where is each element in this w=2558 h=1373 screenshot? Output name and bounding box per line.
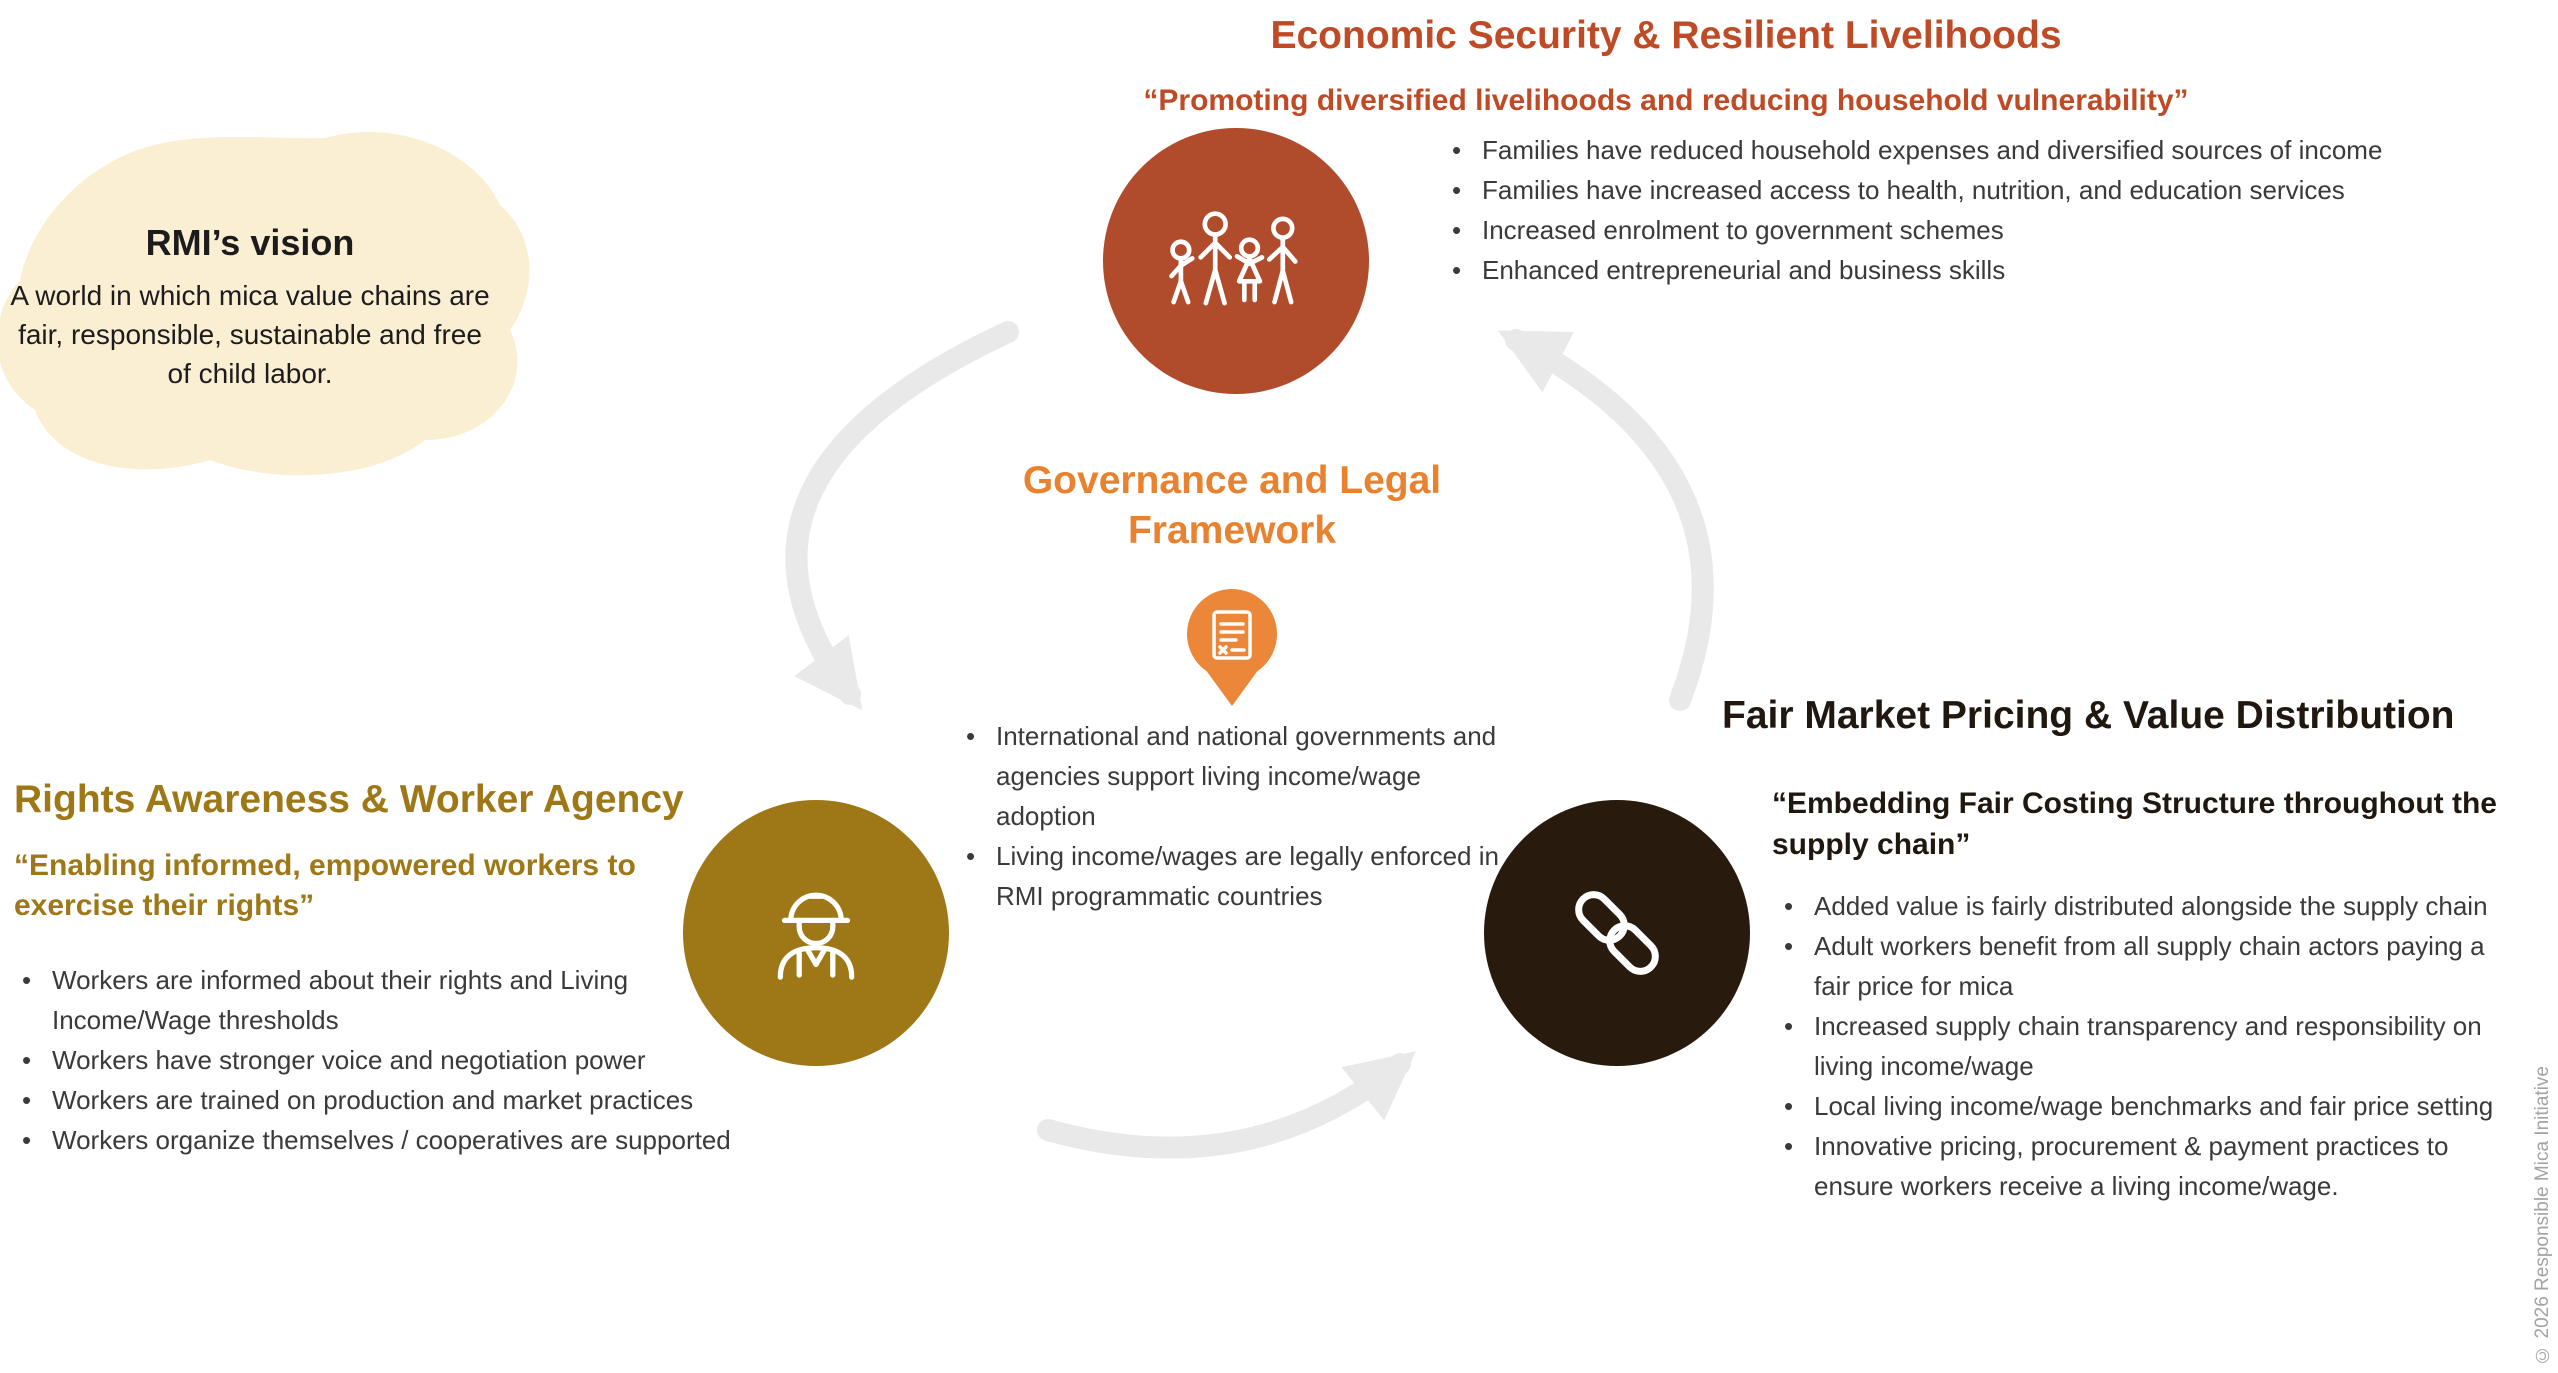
economic-bullet-list: Families have reduced household expenses… <box>1446 130 2546 290</box>
pricing-title: Fair Market Pricing & Value Distribution <box>1722 694 2455 737</box>
pricing-circle <box>1484 800 1750 1066</box>
governance-bullet-list: International and national governments a… <box>960 716 1520 916</box>
bullet-item: Innovative pricing, procurement & paymen… <box>1778 1126 2523 1206</box>
economic-subtitle: “Promoting diversified livelihoods and r… <box>1143 84 2189 117</box>
bullet-item: Local living income/wage benchmarks and … <box>1778 1086 2523 1126</box>
worker-icon <box>777 892 855 980</box>
bullet-item: Living income/wages are legally enforced… <box>960 836 1520 916</box>
governance-title: Governance and Legal Framework <box>1022 459 1442 552</box>
vision-blob-shape <box>0 132 530 476</box>
pricing-bullet-list: Added value is fairly distributed alongs… <box>1778 886 2523 1206</box>
bullet-item: Families have increased access to health… <box>1446 170 2546 210</box>
bullet-item: Added value is fairly distributed alongs… <box>1778 886 2523 926</box>
bullet-item: Workers have stronger voice and negotiat… <box>16 1040 761 1080</box>
bullet-item: Workers are informed about their rights … <box>16 960 761 1040</box>
bullet-item: Families have reduced household expenses… <box>1446 130 2546 170</box>
copyright-text: © 2026 Responsible Mica Initiative <box>2532 1066 2553 1365</box>
bullet-item: Workers are trained on production and ma… <box>16 1080 761 1120</box>
bullet-item: International and national governments a… <box>960 716 1520 836</box>
economic-title: Economic Security & Resilient Livelihood… <box>1270 14 2062 57</box>
pricing-subtitle: “Embedding Fair Costing Structure throug… <box>1772 787 2497 861</box>
arrow-top-to-left <box>785 321 1019 711</box>
bullet-item: Increased supply chain transparency and … <box>1778 1006 2523 1086</box>
rights-circle <box>683 800 949 1066</box>
rights-title: Rights Awareness & Worker Agency <box>14 778 684 821</box>
rights-bullet-list: Workers are informed about their rights … <box>16 960 761 1160</box>
vision-block: RMI’s vision A world in which mica value… <box>5 222 495 394</box>
rights-subtitle: “Enabling informed, empowered workers to… <box>14 849 636 922</box>
arrow-left-to-right <box>1037 1051 1416 1159</box>
bullet-item: Workers organize themselves / cooperativ… <box>16 1120 761 1160</box>
vision-body: A world in which mica value chains are f… <box>10 280 490 390</box>
document-pin-icon <box>1187 589 1277 706</box>
bullet-item: Enhanced entrepreneurial and business sk… <box>1446 250 2546 290</box>
chain-link-icon <box>1575 891 1659 975</box>
economic-circle <box>1103 128 1369 394</box>
arrow-right-to-top <box>1497 329 1714 711</box>
family-icon <box>1169 211 1298 306</box>
vision-title: RMI’s vision <box>145 222 355 263</box>
bullet-item: Increased enrolment to government scheme… <box>1446 210 2546 250</box>
bullet-item: Adult workers benefit from all supply ch… <box>1778 926 2523 1006</box>
